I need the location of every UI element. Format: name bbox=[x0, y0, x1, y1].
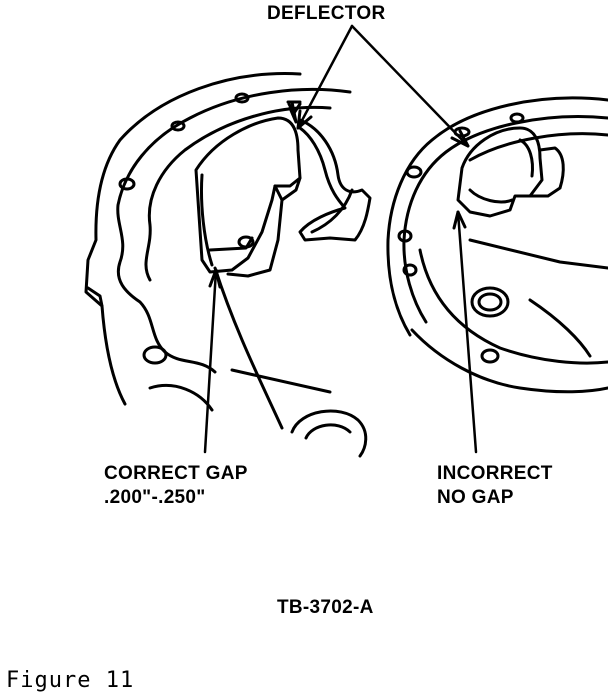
right-housing bbox=[386, 96, 608, 394]
left-deflector bbox=[194, 100, 302, 278]
figure-caption: Figure 11 bbox=[6, 668, 135, 693]
right-deflector bbox=[456, 126, 565, 218]
no-gap-label: NO GAP bbox=[437, 487, 514, 508]
deflector-label: DEFLECTOR bbox=[267, 3, 386, 24]
part-number: TB-3702-A bbox=[277, 597, 374, 618]
leader-lines bbox=[203, 24, 478, 454]
left-housing bbox=[84, 72, 368, 458]
correct-gap-label: CORRECT GAP bbox=[104, 463, 248, 484]
loose-clip bbox=[298, 118, 372, 242]
correct-gap-value: .200"-.250" bbox=[104, 487, 206, 508]
incorrect-label: INCORRECT bbox=[437, 463, 553, 484]
